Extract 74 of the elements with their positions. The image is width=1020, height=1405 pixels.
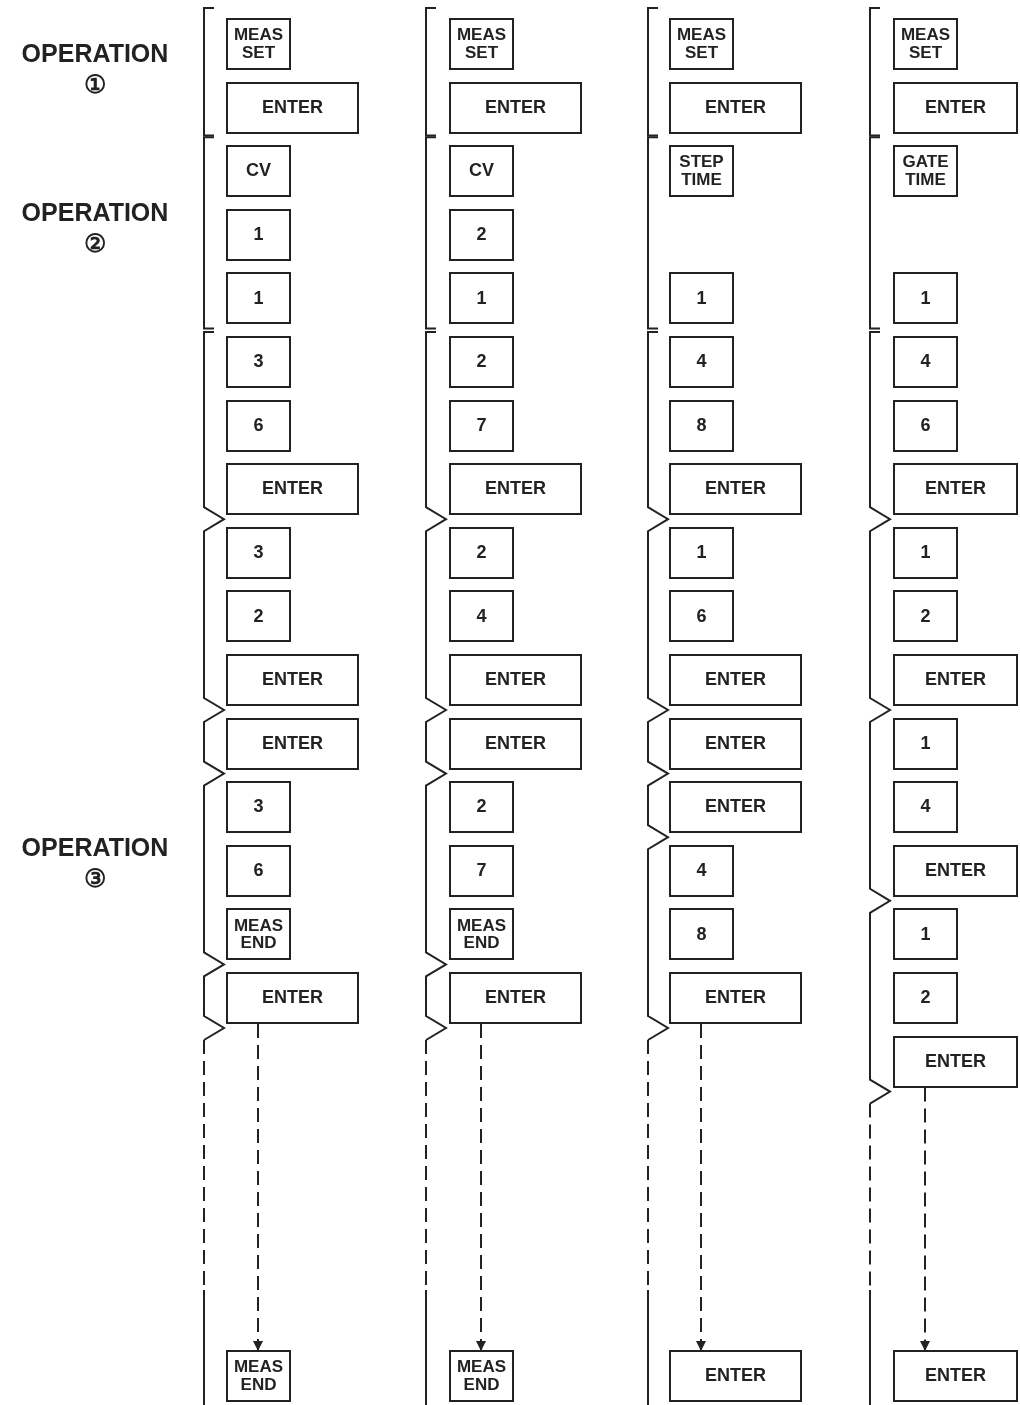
- key-button: 6: [226, 844, 291, 897]
- key-button: ENTER: [226, 81, 359, 134]
- key-button: 2: [449, 781, 514, 834]
- key-button: 1: [893, 272, 958, 325]
- arrow: [253, 1023, 263, 1351]
- key-button: 1: [449, 272, 514, 325]
- key-button: MEAS SET: [226, 18, 291, 70]
- key-button: ENTER: [449, 717, 582, 770]
- key-button: 4: [893, 781, 958, 834]
- key-button: ENTER: [449, 463, 582, 516]
- key-button: 4: [669, 336, 734, 388]
- key-button: ENTER: [893, 1035, 1018, 1088]
- key-button: ENTER: [226, 654, 359, 706]
- key-button: 1: [226, 272, 291, 325]
- key-button: 2: [449, 526, 514, 579]
- key-button: ENTER: [449, 654, 582, 706]
- key-button: MEAS SET: [669, 18, 734, 70]
- key-button: ENTER: [669, 781, 802, 834]
- key-button: 7: [449, 399, 514, 452]
- key-button: ENTER: [893, 1350, 1018, 1402]
- key-button: 1: [893, 526, 958, 579]
- arrow: [920, 1086, 930, 1351]
- key-button: CV: [449, 145, 514, 198]
- key-button: MEAS END: [449, 1350, 514, 1402]
- key-button: 3: [226, 526, 291, 579]
- key-button: 8: [669, 399, 734, 452]
- key-button: 8: [669, 908, 734, 961]
- key-button: 4: [449, 590, 514, 643]
- key-button: ENTER: [669, 1350, 802, 1402]
- key-button: ENTER: [893, 654, 1018, 706]
- key-button: MEAS SET: [893, 18, 958, 70]
- key-button: 4: [893, 336, 958, 388]
- key-button: 1: [893, 717, 958, 770]
- key-button: 1: [669, 272, 734, 325]
- key-button: 2: [449, 336, 514, 388]
- key-button: 3: [226, 336, 291, 388]
- key-button: 6: [669, 590, 734, 643]
- key-button: 2: [226, 590, 291, 643]
- key-button: ENTER: [893, 81, 1018, 134]
- arrow: [696, 1023, 706, 1351]
- arrow: [476, 1023, 486, 1351]
- key-button: 1: [226, 208, 291, 261]
- key-button: MEAS END: [226, 1350, 291, 1402]
- key-button: ENTER: [669, 717, 802, 770]
- operation-label: OPERATION ①: [20, 38, 170, 101]
- key-button: ENTER: [669, 463, 802, 516]
- key-button: ENTER: [226, 972, 359, 1024]
- key-button: ENTER: [669, 81, 802, 134]
- key-button: 1: [893, 908, 958, 961]
- key-button: ENTER: [669, 972, 802, 1024]
- key-button: GATE TIME: [893, 145, 958, 198]
- key-button: ENTER: [893, 844, 1018, 897]
- key-button: ENTER: [893, 463, 1018, 516]
- key-button: ENTER: [226, 463, 359, 516]
- key-button: 2: [893, 590, 958, 643]
- key-button: 2: [893, 972, 958, 1024]
- key-button: 1: [669, 526, 734, 579]
- key-button: 3: [226, 781, 291, 834]
- key-button: 6: [226, 399, 291, 452]
- operation-label: OPERATION ②: [20, 197, 170, 260]
- key-button: CV: [226, 145, 291, 198]
- key-button: MEAS END: [449, 908, 514, 961]
- operation-label: OPERATION ③: [20, 832, 170, 895]
- key-button: 7: [449, 844, 514, 897]
- key-button: MEAS END: [226, 908, 291, 961]
- key-button: ENTER: [669, 654, 802, 706]
- key-button: ENTER: [449, 81, 582, 134]
- key-button: ENTER: [449, 972, 582, 1024]
- key-button: 4: [669, 844, 734, 897]
- key-button: 6: [893, 399, 958, 452]
- key-button: ENTER: [226, 717, 359, 770]
- key-button: STEP TIME: [669, 145, 734, 198]
- key-button: 2: [449, 208, 514, 261]
- key-button: MEAS SET: [449, 18, 514, 70]
